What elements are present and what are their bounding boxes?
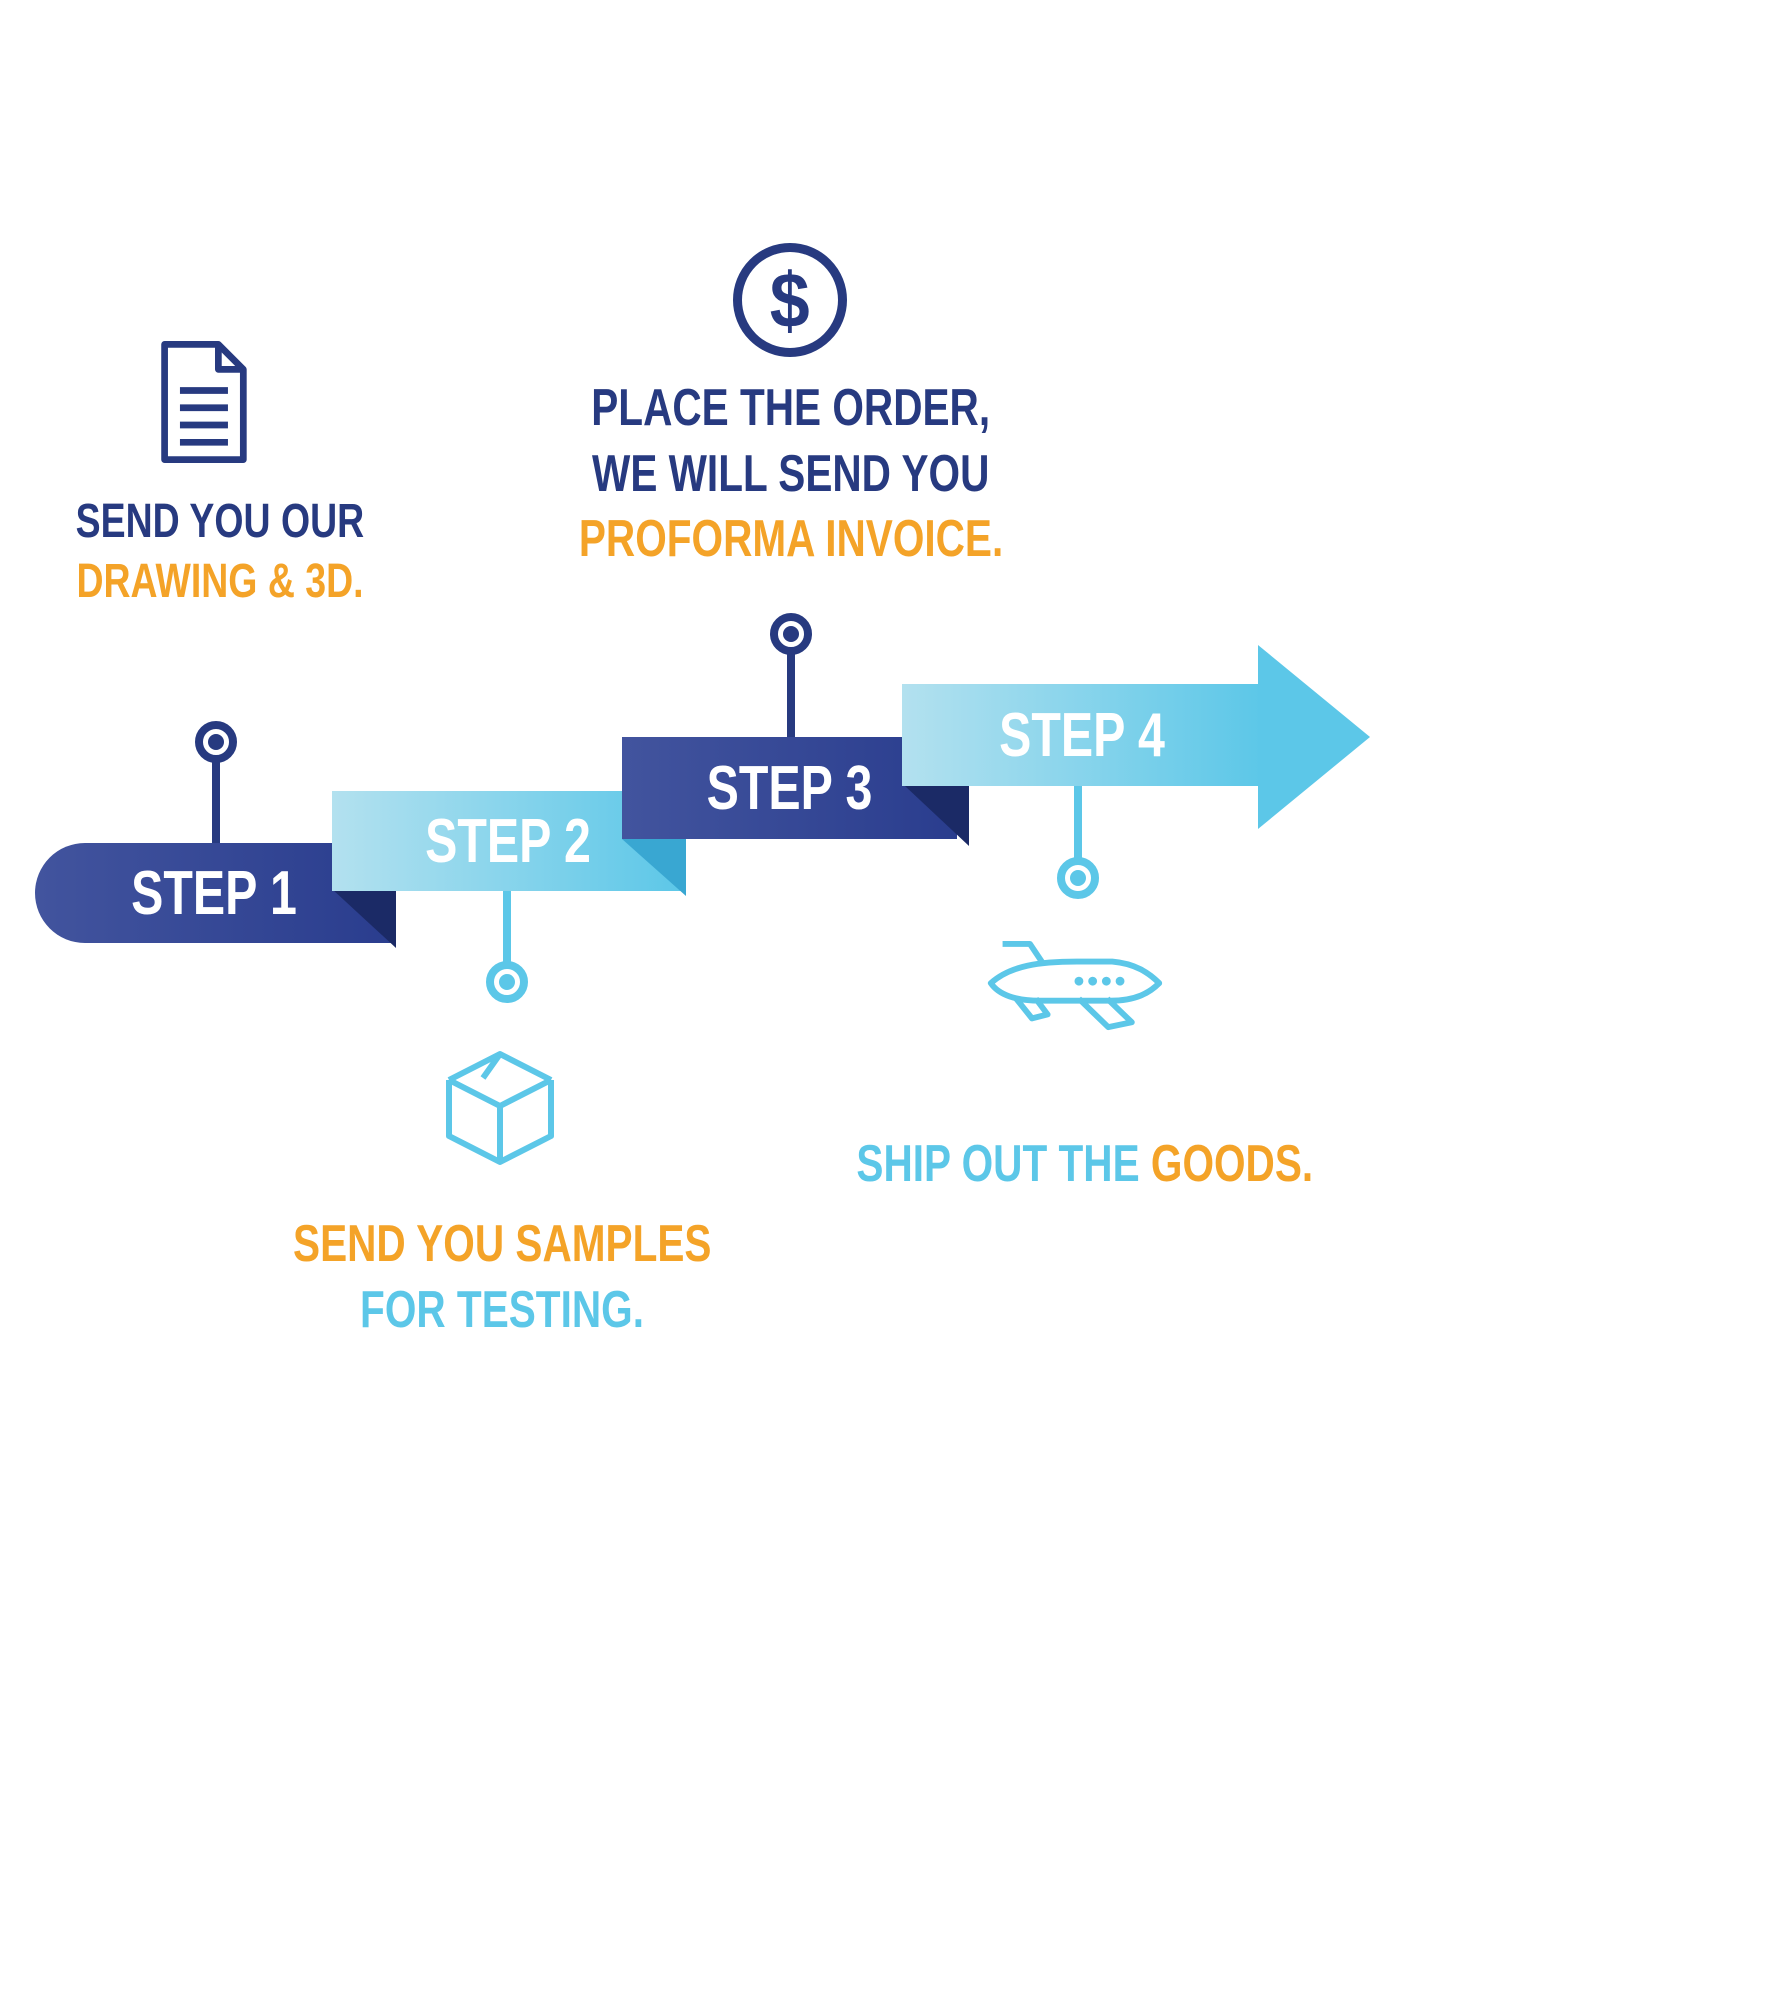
step2-connector-dot: [499, 974, 515, 990]
caption-line: PLACE THE ORDER,: [592, 376, 991, 442]
step4-connector-line: [1074, 786, 1082, 859]
step3-connector-line: [787, 653, 795, 739]
caption-line: SEND YOU SAMPLES: [293, 1212, 711, 1278]
caption-text: GOODS.: [1151, 1135, 1314, 1193]
step3-label: STEP 3: [706, 753, 873, 823]
step4-label: STEP 4: [999, 700, 1165, 770]
step3-caption: PLACE THE ORDER, WE WILL SEND YOU PROFORMA…: [566, 376, 1016, 573]
caption-line: PROFORMA INVOICE.: [579, 507, 1003, 573]
caption-text: PLACE THE ORDER,: [591, 379, 991, 437]
caption-text: WE WILL SEND YOU: [592, 444, 990, 503]
package-box-icon: [446, 1051, 554, 1165]
step3-banner: STEP 3: [622, 737, 957, 839]
step3-connector-dot: [783, 626, 799, 642]
step1-label: STEP 1: [131, 858, 297, 928]
dollar-circle-icon: $: [733, 243, 847, 357]
step4-caption: SHIP OUT THE GOODS.: [845, 1132, 1325, 1198]
step2-caption: SEND YOU SAMPLES FOR TESTING.: [282, 1212, 722, 1343]
document-icon: [161, 341, 247, 463]
arrow-head: [1258, 645, 1370, 829]
caption-line: WE WILL SEND YOU: [592, 442, 989, 508]
step2-connector-line: [503, 891, 511, 963]
caption-line: SEND YOU OUR: [76, 492, 364, 552]
caption-text: FOR TESTING.: [360, 1280, 644, 1339]
step1-connector-dot: [208, 734, 224, 750]
step4-banner: STEP 4: [902, 684, 1262, 786]
caption-text: PROFORMA INVOICE.: [578, 510, 1004, 569]
caption-text: SEND YOU SAMPLES: [292, 1215, 712, 1273]
caption-line: SHIP OUT THE GOODS.: [857, 1132, 1314, 1198]
caption-text: SHIP OUT THE: [856, 1135, 1152, 1193]
caption-text: DRAWING & 3D.: [76, 555, 364, 609]
step1-caption: SEND YOU OUR DRAWING & 3D.: [18, 492, 422, 613]
step4-connector-dot: [1070, 870, 1086, 886]
step2-label: STEP 2: [425, 806, 591, 876]
caption-text: SEND YOU OUR: [75, 495, 365, 548]
caption-line: FOR TESTING.: [360, 1278, 644, 1344]
dollar-sign: $: [770, 256, 810, 344]
step1-connector-line: [212, 742, 220, 843]
caption-line: DRAWING & 3D.: [76, 552, 363, 612]
airplane-icon: [987, 941, 1163, 1031]
